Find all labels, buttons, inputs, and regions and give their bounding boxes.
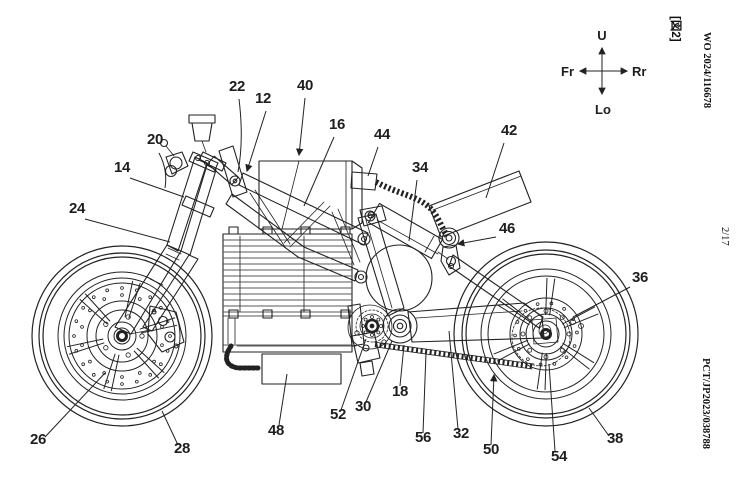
motor-mount-bracket xyxy=(351,331,381,377)
compass-front-label: Fr xyxy=(561,64,574,79)
ref-label-46: 46 xyxy=(499,220,515,237)
ref-label-24: 24 xyxy=(69,200,86,217)
rear-wheel xyxy=(453,241,639,427)
orientation-compass: U Lo Fr Rr xyxy=(561,28,646,117)
ref-label-36: 36 xyxy=(632,269,648,286)
ref-label-54: 54 xyxy=(551,448,568,465)
compass-down-label: Lo xyxy=(595,102,611,117)
front-brake-caliper xyxy=(129,305,185,353)
ref-label-48: 48 xyxy=(268,422,284,439)
publication-number: WO 2024/116678 xyxy=(701,32,712,109)
figure-number-label: [図2] xyxy=(669,16,681,42)
ref-label-14: 14 xyxy=(114,159,131,176)
torque-arm xyxy=(448,254,544,329)
front-sprocket xyxy=(347,304,393,350)
front-wheel xyxy=(31,245,213,427)
ref-label-52: 52 xyxy=(330,406,346,423)
rear-cowl xyxy=(428,170,532,238)
ref-label-28: 28 xyxy=(174,440,190,457)
ref-label-42: 42 xyxy=(501,122,517,139)
drive-belt xyxy=(373,341,535,370)
ref-label-44: 44 xyxy=(374,126,391,143)
handlebar-assembly xyxy=(159,114,241,187)
ref-label-40: 40 xyxy=(297,77,313,94)
leader-lines xyxy=(44,97,631,452)
frame xyxy=(218,145,371,284)
reference-numerals: 12 22 40 16 44 34 42 46 36 20 14 24 26 2… xyxy=(30,77,648,465)
ref-label-26: 26 xyxy=(30,431,46,448)
ref-label-22: 22 xyxy=(229,78,245,95)
sheet-number: 2/17 xyxy=(719,227,730,246)
ref-label-34: 34 xyxy=(412,159,429,176)
application-number: PCT/JP2023/038788 xyxy=(700,358,711,449)
ref-label-38: 38 xyxy=(607,430,623,447)
lower-box xyxy=(224,343,357,385)
ref-label-18: 18 xyxy=(392,383,408,400)
rear-hub-detail xyxy=(511,307,584,367)
ref-label-16: 16 xyxy=(329,116,345,133)
battery-pack xyxy=(222,226,353,353)
compass-up-label: U xyxy=(597,28,606,43)
ref-label-12: 12 xyxy=(255,90,271,107)
electric-motor xyxy=(365,244,433,312)
compass-rear-label: Rr xyxy=(632,64,646,79)
ref-label-50: 50 xyxy=(483,441,499,458)
swingarm-pivot xyxy=(388,314,412,338)
ref-label-20: 20 xyxy=(147,131,163,148)
ref-label-56: 56 xyxy=(415,429,431,446)
ref-label-32: 32 xyxy=(453,425,469,442)
idler-pulley xyxy=(438,227,461,276)
ref-label-30: 30 xyxy=(355,398,371,415)
